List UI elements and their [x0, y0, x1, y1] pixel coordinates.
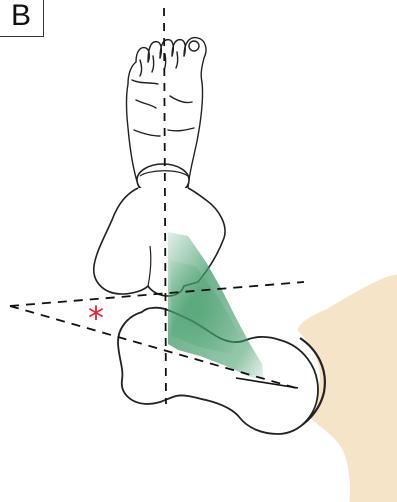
angle-marker-asterisk: * — [88, 302, 104, 334]
